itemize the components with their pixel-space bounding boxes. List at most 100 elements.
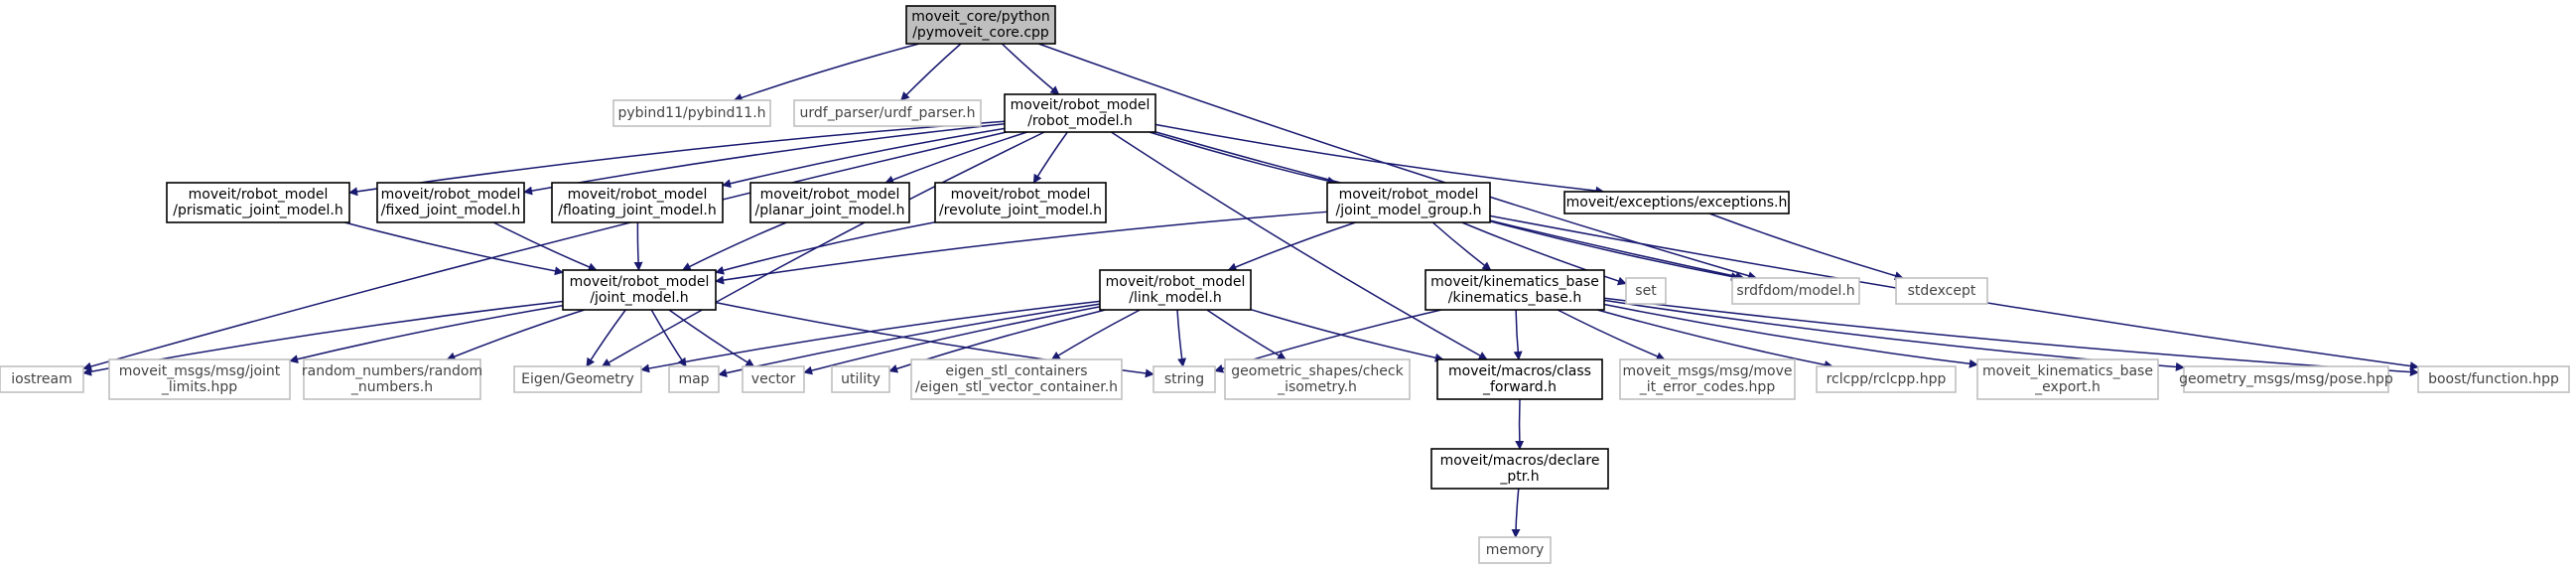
edge-revolute-to-joint_model	[715, 220, 936, 275]
node-label-kb_export-line-0: moveit_kinematics_base	[1982, 363, 2153, 379]
edge-joint_model-to-eigen_geometry	[586, 309, 626, 367]
node-set: set	[1625, 277, 1667, 305]
node-box-utility	[831, 365, 890, 393]
node-box-joint_model	[562, 269, 717, 311]
node-class_forward[interactable]: moveit/macros/class_forward.h	[1436, 358, 1603, 400]
edge-robot_model-to-eigen_geometry	[601, 131, 1045, 367]
node-rclcpp: rclcpp/rclcpp.hpp	[1816, 365, 1957, 393]
node-jmg[interactable]: moveit/robot_model/joint_model_group.h	[1326, 182, 1491, 223]
node-label-fixed-line-1: /fixed_joint_model.h	[381, 203, 521, 218]
node-label-jmg-line-1: /joint_model_group.h	[1336, 203, 1482, 218]
node-prismatic[interactable]: moveit/robot_model/prismatic_joint_model…	[166, 182, 350, 223]
node-label-prismatic-line-1: /prismatic_joint_model.h	[173, 203, 342, 218]
edge-kinematics_base-to-move_it_error_codes	[1557, 309, 1666, 361]
edge-exceptions-to-stdexcept	[1708, 213, 1904, 281]
nodes-layer: moveit_core/python/pymoveit_core.cpppybi…	[0, 5, 2570, 564]
node-iostream: iostream	[0, 365, 84, 393]
edge-root-to-srdfdom	[1037, 43, 1758, 281]
node-root[interactable]: moveit_core/python/pymoveit_core.cpp	[905, 5, 1056, 45]
edge-robot_model-to-fixed	[523, 123, 1006, 196]
node-box-prismatic	[166, 182, 350, 223]
edge-joint_model-to-vector	[668, 309, 755, 367]
node-random_numbers: random_numbers/random_numbers.h	[302, 358, 482, 400]
node-label-joint_limits-line-0: moveit_msgs/msg/joint	[119, 363, 281, 379]
node-box-floating	[551, 182, 724, 223]
node-label-eigen_stl-line-1: /eigen_stl_vector_container.h	[915, 379, 1118, 395]
node-box-geometric_shapes	[1224, 358, 1411, 400]
node-label-stdexcept-line-0: stdexcept	[1908, 283, 1976, 299]
node-exceptions[interactable]: moveit/exceptions/exceptions.h	[1563, 191, 1790, 214]
edge-prismatic-to-joint_model	[344, 221, 564, 276]
edge-link_model-to-eigen_stl	[1050, 309, 1141, 360]
edge-link_model-to-map	[718, 303, 1101, 377]
node-declare_ptr[interactable]: moveit/macros/declare_ptr.h	[1430, 448, 1609, 490]
node-fixed[interactable]: moveit/robot_model/fixed_joint_model.h	[376, 182, 525, 223]
edge-joint_model-to-map	[650, 309, 687, 367]
node-revolute[interactable]: moveit/robot_model/revolute_joint_model.…	[934, 182, 1107, 223]
edge-robot_model-to-class_forward	[1110, 131, 1488, 360]
edge-kinematics_base-to-class_forward	[1513, 309, 1523, 360]
node-geometric_shapes: geometric_shapes/check_isometry.h	[1224, 358, 1411, 400]
node-label-srdfdom-line-0: srdfdom/model.h	[1736, 283, 1854, 299]
node-robot_model[interactable]: moveit/robot_model/robot_model.h	[1004, 93, 1156, 133]
node-box-urdf_parser	[793, 99, 982, 127]
node-box-iostream	[0, 365, 84, 393]
node-box-robot_model	[1004, 93, 1156, 133]
edge-root-to-urdf_parser	[900, 43, 962, 101]
node-kinematics_base[interactable]: moveit/kinematics_base/kinematics_base.h	[1424, 269, 1605, 311]
node-label-revolute-line-1: /revolute_joint_model.h	[939, 203, 1102, 218]
node-box-exceptions	[1563, 191, 1790, 214]
node-label-eigen_geometry-line-0: Eigen/Geometry	[521, 371, 634, 387]
edge-root-to-pybind11	[733, 43, 920, 102]
node-box-memory	[1478, 536, 1552, 564]
node-label-root-line-1: /pymoveit_core.cpp	[912, 25, 1049, 41]
node-label-floating-line-0: moveit/robot_model	[568, 187, 708, 203]
edge-robot_model-to-exceptions	[1154, 123, 1605, 196]
node-label-joint_model-line-0: moveit/robot_model	[570, 274, 710, 290]
node-label-robot_model-line-0: moveit/robot_model	[1011, 97, 1151, 113]
edge-robot_model-to-planar	[884, 131, 1028, 185]
node-label-class_forward-line-1: _forward.h	[1482, 379, 1557, 395]
node-memory: memory	[1478, 536, 1552, 564]
edge-joint_model-to-random_numbers	[446, 309, 585, 361]
edge-jmg-to-joint_model	[715, 211, 1328, 285]
node-label-geometric_shapes-line-0: geometric_shapes/check	[1231, 363, 1404, 379]
edge-link_model-to-vector	[803, 306, 1101, 375]
node-box-string	[1152, 365, 1216, 393]
node-string: string	[1152, 365, 1216, 393]
node-box-class_forward	[1436, 358, 1603, 400]
node-box-revolute	[934, 182, 1107, 223]
node-box-stdexcept	[1895, 277, 1988, 305]
node-planar[interactable]: moveit/robot_model/planar_joint_model.h	[749, 182, 910, 223]
node-label-link_model-line-1: /link_model.h	[1129, 290, 1221, 306]
edge-kinematics_base-to-boost_function	[1603, 297, 2419, 377]
node-label-map-line-0: map	[678, 371, 709, 387]
node-label-geometric_shapes-line-1: _isometry.h	[1277, 379, 1357, 395]
node-box-rclcpp	[1816, 365, 1957, 393]
edge-root-to-robot_model	[1001, 43, 1060, 95]
edge-link_model-to-string	[1176, 309, 1187, 367]
node-label-kb_export-line-1: _export.h	[2034, 379, 2101, 395]
node-label-string-line-0: string	[1164, 371, 1204, 387]
node-urdf_parser: urdf_parser/urdf_parser.h	[793, 99, 982, 127]
node-joint_model[interactable]: moveit/robot_model/joint_model.h	[562, 269, 717, 311]
node-box-planar	[749, 182, 910, 223]
node-stdexcept: stdexcept	[1895, 277, 1988, 305]
node-label-class_forward-line-0: moveit/macros/class	[1448, 363, 1591, 379]
node-boost_function: boost/function.hpp	[2417, 365, 2570, 393]
edge-kinematics_base-to-kb_export	[1603, 303, 1978, 368]
node-box-pybind11	[612, 99, 771, 127]
node-label-jmg-line-0: moveit/robot_model	[1339, 187, 1479, 203]
node-label-link_model-line-0: moveit/robot_model	[1106, 274, 1246, 290]
node-pybind11: pybind11/pybind11.h	[612, 99, 771, 127]
node-link_model[interactable]: moveit/robot_model/link_model.h	[1099, 269, 1252, 311]
edge-link_model-to-eigen_geometry	[640, 300, 1101, 373]
node-label-robot_model-line-1: /robot_model.h	[1027, 113, 1133, 129]
edge-robot_model-to-revolute	[1032, 131, 1068, 184]
node-label-joint_model-line-1: /joint_model.h	[590, 290, 688, 306]
node-box-random_numbers	[303, 358, 481, 400]
node-floating[interactable]: moveit/robot_model/floating_joint_model.…	[551, 182, 724, 223]
node-label-revolute-line-0: moveit/robot_model	[951, 187, 1091, 203]
node-label-prismatic-line-0: moveit/robot_model	[189, 187, 329, 203]
edge-link_model-to-class_forward	[1250, 308, 1444, 362]
